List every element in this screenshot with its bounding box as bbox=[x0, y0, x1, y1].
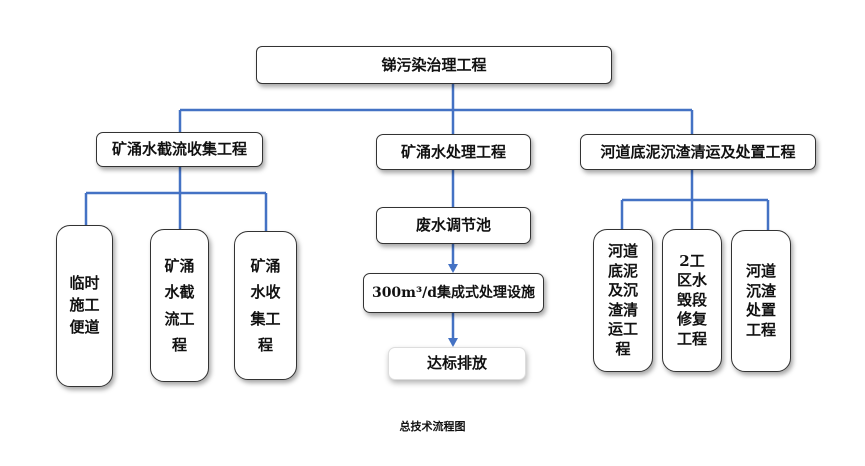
leaf-label: 矿涌水截流工程 bbox=[164, 257, 195, 354]
chain-label: 达标排放 bbox=[426, 354, 487, 373]
arrowhead-2 bbox=[448, 338, 458, 347]
chain-node-regulating-pool: 废水调节池 bbox=[376, 207, 531, 244]
leaf-node-sediment-removal: 河道底泥及沉渣清运工程 bbox=[593, 229, 653, 372]
leaf-node-flood-repair: 2工区水毁段修复工程 bbox=[662, 229, 722, 372]
branch-node-intercept: 矿涌水截流收集工程 bbox=[96, 132, 263, 167]
leaf-label: 临时施工便道 bbox=[69, 274, 100, 336]
branch-label: 矿涌水截流收集工程 bbox=[111, 140, 247, 159]
root-node: 锑污染治理工程 bbox=[256, 46, 612, 84]
figure-caption: 总技术流程图 bbox=[399, 420, 466, 433]
branch-label: 矿涌水处理工程 bbox=[400, 142, 506, 161]
leaf-node-interception: 矿涌水截流工程 bbox=[150, 229, 209, 382]
leaf-label: 矿涌水收集工程 bbox=[250, 257, 281, 354]
leaf-label: 河道底泥及沉渣清运工程 bbox=[607, 242, 638, 358]
chain-node-integrated-facility: 300m³/d集成式处理设施 bbox=[363, 273, 544, 313]
branch-node-sediment: 河道底泥沉渣清运及处置工程 bbox=[580, 134, 816, 170]
leaf-node-collection: 矿涌水收集工程 bbox=[234, 231, 297, 380]
branch-node-treatment: 矿涌水处理工程 bbox=[376, 134, 531, 170]
leaf-node-sediment-disposal: 河道沉渣处置工程 bbox=[731, 230, 791, 372]
chain-label: 废水调节池 bbox=[415, 216, 491, 235]
leaf-label: 河道沉渣处置工程 bbox=[745, 262, 776, 339]
chain-label: 300m³/d集成式处理设施 bbox=[371, 284, 536, 301]
leaf-label: 2工区水毁段修复工程 bbox=[676, 251, 707, 348]
leaf-node-temporary-road: 临时施工便道 bbox=[56, 225, 113, 387]
root-node-label: 锑污染治理工程 bbox=[381, 55, 487, 74]
chain-node-discharge: 达标排放 bbox=[388, 347, 526, 380]
branch-label: 河道底泥沉渣清运及处置工程 bbox=[600, 142, 796, 161]
arrowhead-1 bbox=[448, 264, 458, 273]
